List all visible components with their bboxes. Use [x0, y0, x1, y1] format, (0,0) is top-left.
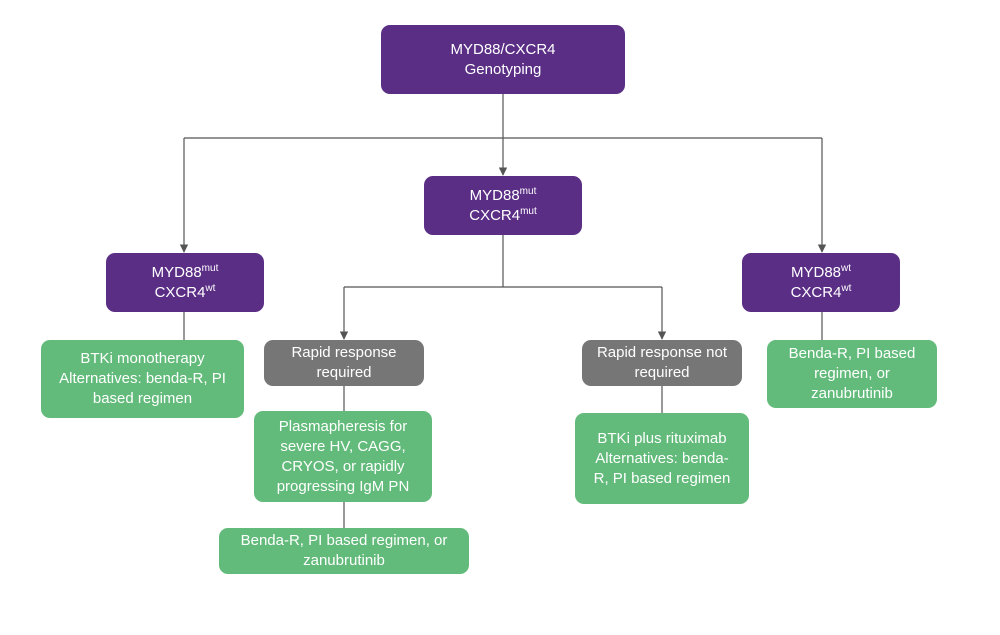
btki-rituximab-line2: Alternatives: benda-	[595, 449, 729, 467]
middle-gene2: CXCR4	[469, 206, 521, 224]
right-gene1: MYD88	[790, 263, 842, 281]
rapid-required-line2: required	[316, 364, 372, 381]
left-treatment-line2: Alternatives: benda-R, PI	[59, 370, 226, 387]
plasmapheresis-line2: severe HV, CAGG,	[280, 437, 406, 455]
benda-bottom-line1: Benda-R, PI based regimen, or	[240, 532, 448, 549]
right-gene2: CXCR4	[790, 283, 842, 301]
left-gene2-status: wt	[205, 282, 216, 294]
myd88mut-cxcr4mut-node: MYD88mut CXCR4mut	[424, 176, 582, 235]
genotyping-node: MYD88/CXCR4 Genotyping	[381, 25, 625, 94]
rapid-response-required-node: Rapid response required	[264, 340, 424, 386]
genotyping-node-line1: MYD88/CXCR4	[450, 40, 556, 58]
plasmapheresis-line1: Plasmapheresis for	[278, 417, 408, 435]
btki-monotherapy-node: BTKi monotherapy Alternatives: benda-R, …	[41, 340, 244, 418]
myd88wt-cxcr4wt-node: MYD88wt CXCR4wt	[742, 253, 900, 312]
left-gene2: CXCR4	[154, 283, 206, 301]
right-gene2-status: wt	[841, 282, 852, 294]
myd88mut-cxcr4wt-node: MYD88mut CXCR4wt	[106, 253, 264, 312]
middle-gene1: MYD88	[469, 186, 520, 204]
plasmapheresis-line3: CRYOS, or rapidly	[281, 457, 405, 475]
middle-gene2-status: mut	[520, 205, 537, 217]
left-treatment-line1: BTKi monotherapy	[80, 350, 205, 367]
rapid-not-required-line2: required	[634, 364, 690, 381]
plasmapheresis-line4: progressing IgM PN	[276, 477, 410, 495]
benda-r-right-node: Benda-R, PI based regimen, or zanubrutin…	[767, 340, 937, 408]
plasmapheresis-node: Plasmapheresis for severe HV, CAGG, CRYO…	[254, 411, 432, 502]
right-gene1-status: wt	[841, 262, 852, 274]
benda-r-bottom-node: Benda-R, PI based regimen, or zanubrutin…	[219, 528, 469, 574]
btki-plus-rituximab-node: BTKi plus rituximab Alternatives: benda-…	[575, 413, 749, 504]
left-treatment-line3: based regimen	[92, 390, 193, 407]
rapid-required-line1: Rapid response	[291, 344, 397, 361]
genotyping-node-line2: Genotyping	[464, 60, 542, 78]
btki-rituximab-line3: R, PI based regimen	[593, 469, 731, 487]
btki-rituximab-line1: BTKi plus rituximab	[597, 429, 727, 447]
right-treatment-line1: Benda-R, PI based	[788, 345, 916, 362]
rapid-not-required-line1: Rapid response not	[596, 344, 728, 361]
benda-bottom-line2: zanubrutinib	[303, 552, 385, 569]
right-treatment-line2: regimen, or	[814, 365, 890, 382]
left-gene1: MYD88	[151, 263, 202, 281]
left-gene1-status: mut	[201, 262, 219, 274]
rapid-response-not-required-node: Rapid response not required	[582, 340, 742, 386]
right-treatment-line3: zanubrutinib	[811, 385, 893, 402]
middle-gene1-status: mut	[519, 185, 537, 197]
